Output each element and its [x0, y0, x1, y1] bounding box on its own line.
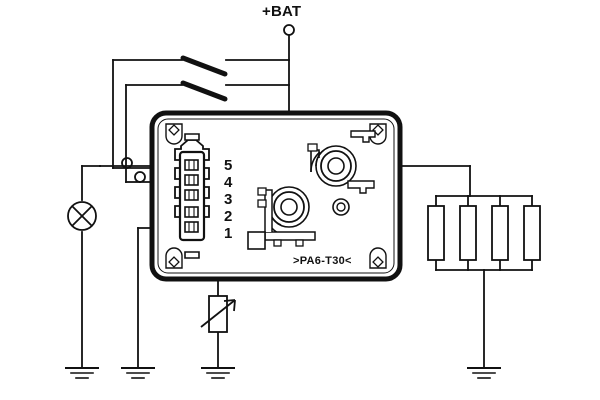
contact-4 — [184, 174, 199, 186]
ground-lamp — [65, 367, 99, 379]
clip-tab-top — [350, 130, 376, 143]
switch-lower-blade[interactable] — [180, 80, 228, 102]
mount-hole-bl — [165, 247, 183, 269]
thermistor-arrow-head-1 — [223, 299, 236, 302]
glow-plug-4 — [523, 205, 541, 261]
connector-pin-label-1: 1 — [224, 225, 233, 242]
contact-hatching — [188, 160, 195, 232]
mount-hole-br — [369, 247, 387, 269]
module-mounting-holes — [165, 123, 387, 269]
ground-pin1 — [121, 367, 155, 379]
connector-pin-label-4: 4 — [224, 174, 233, 191]
wire-jump-arc-2 — [134, 171, 146, 183]
small-boss-inner — [336, 202, 346, 212]
switch-upper-blade[interactable] — [180, 55, 228, 77]
connector-tab-bottom — [184, 251, 200, 259]
terminal-stud-upper-right — [307, 143, 357, 187]
thermistor-symbol — [200, 295, 236, 333]
battery-label: +BAT — [262, 3, 302, 20]
thermistor-arrow-shaft — [200, 299, 236, 328]
connector-contacts — [184, 159, 199, 233]
contact-5 — [184, 159, 199, 171]
glow-plug-1 — [427, 205, 445, 261]
contact-3 — [184, 189, 199, 201]
internal-clip-tabs — [332, 130, 376, 216]
mount-hole-tl — [165, 123, 183, 145]
busbar-lower — [257, 187, 316, 247]
connector-body[interactable] — [174, 133, 210, 259]
battery-terminal-node — [283, 24, 295, 36]
ground-glow-plugs — [467, 367, 501, 379]
square-feature — [247, 231, 266, 250]
ground-thermistor — [201, 367, 235, 379]
contact-2 — [184, 206, 199, 218]
indicator-lamp — [67, 201, 97, 231]
glow-plug-3 — [491, 205, 509, 261]
module-inner-outline — [157, 118, 395, 274]
connector-pin-label-5: 5 — [224, 157, 233, 174]
lamp-cross-2 — [71, 205, 93, 227]
thermistor-arrow-head-2 — [233, 299, 236, 312]
clip-tab-mid — [347, 180, 375, 194]
ground-symbols — [65, 367, 501, 379]
connector-tab-top — [184, 133, 200, 141]
contact-1 — [184, 221, 199, 233]
glow-plug-bank — [427, 205, 541, 261]
glow-plug-2 — [459, 205, 477, 261]
module-material-marking: >PA6-T30< — [293, 255, 352, 267]
connector-pin-label-2: 2 — [224, 208, 233, 225]
connector-pin-label-3: 3 — [224, 191, 233, 208]
switch-group — [180, 55, 228, 102]
